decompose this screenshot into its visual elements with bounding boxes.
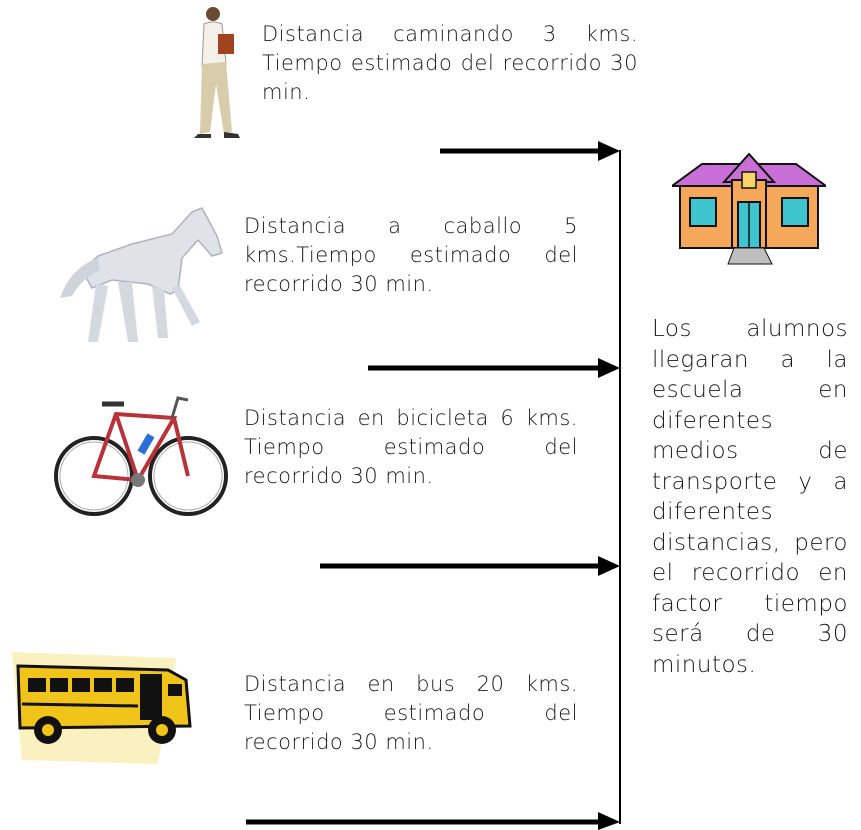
arrow-walking bbox=[440, 141, 620, 161]
walking-man-icon bbox=[180, 4, 252, 142]
bus-description: Distancia en bus 20 kms. Tiempo estimado… bbox=[244, 672, 578, 754]
school-house-icon bbox=[672, 152, 826, 266]
horse-icon bbox=[52, 198, 228, 344]
bicycle-description: Distancia en bicicleta 6 kms. Tiempo est… bbox=[244, 406, 578, 488]
walking-description: Distancia caminando 3 kms. Tiempo estima… bbox=[262, 22, 638, 104]
conclusion-text: Los alumnos llegaran a la escuela en dif… bbox=[652, 316, 848, 678]
bicycle-icon bbox=[54, 384, 228, 518]
horse-description: Distancia a caballo 5 kms.Tiempo estimad… bbox=[244, 214, 578, 296]
arrow-bus bbox=[246, 812, 620, 830]
arrow-horse bbox=[368, 358, 620, 378]
arrow-bicycle bbox=[320, 556, 620, 576]
school-bus-icon bbox=[8, 644, 198, 764]
